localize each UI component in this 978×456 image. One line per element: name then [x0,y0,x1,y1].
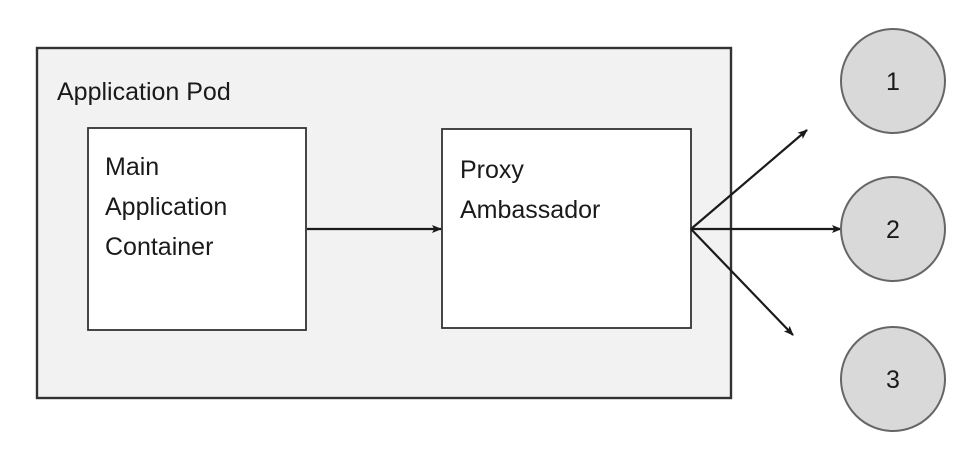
connector-proxy-to-endpoint-3 [690,228,794,336]
main-application-container-label-line-2: Application [105,193,227,221]
endpoint-2-label: 2 [886,216,900,244]
endpoint-3-circle [840,326,946,432]
proxy-ambassador-label-line-1: Proxy [460,156,524,184]
main-application-container-box [87,127,307,331]
proxy-ambassador-label-line-2: Ambassador [460,196,600,224]
endpoint-2-circle [840,176,946,282]
connector-proxy-to-endpoint-1 [690,129,808,230]
main-application-container-label-line-3: Container [105,233,213,261]
endpoint-3-label: 3 [886,366,900,394]
endpoint-1-circle [840,28,946,134]
application-pod-title: Application Pod [57,78,231,106]
endpoint-1-label: 1 [886,68,900,96]
proxy-ambassador-box [441,128,692,329]
main-application-container-label-line-1: Main [105,153,159,181]
